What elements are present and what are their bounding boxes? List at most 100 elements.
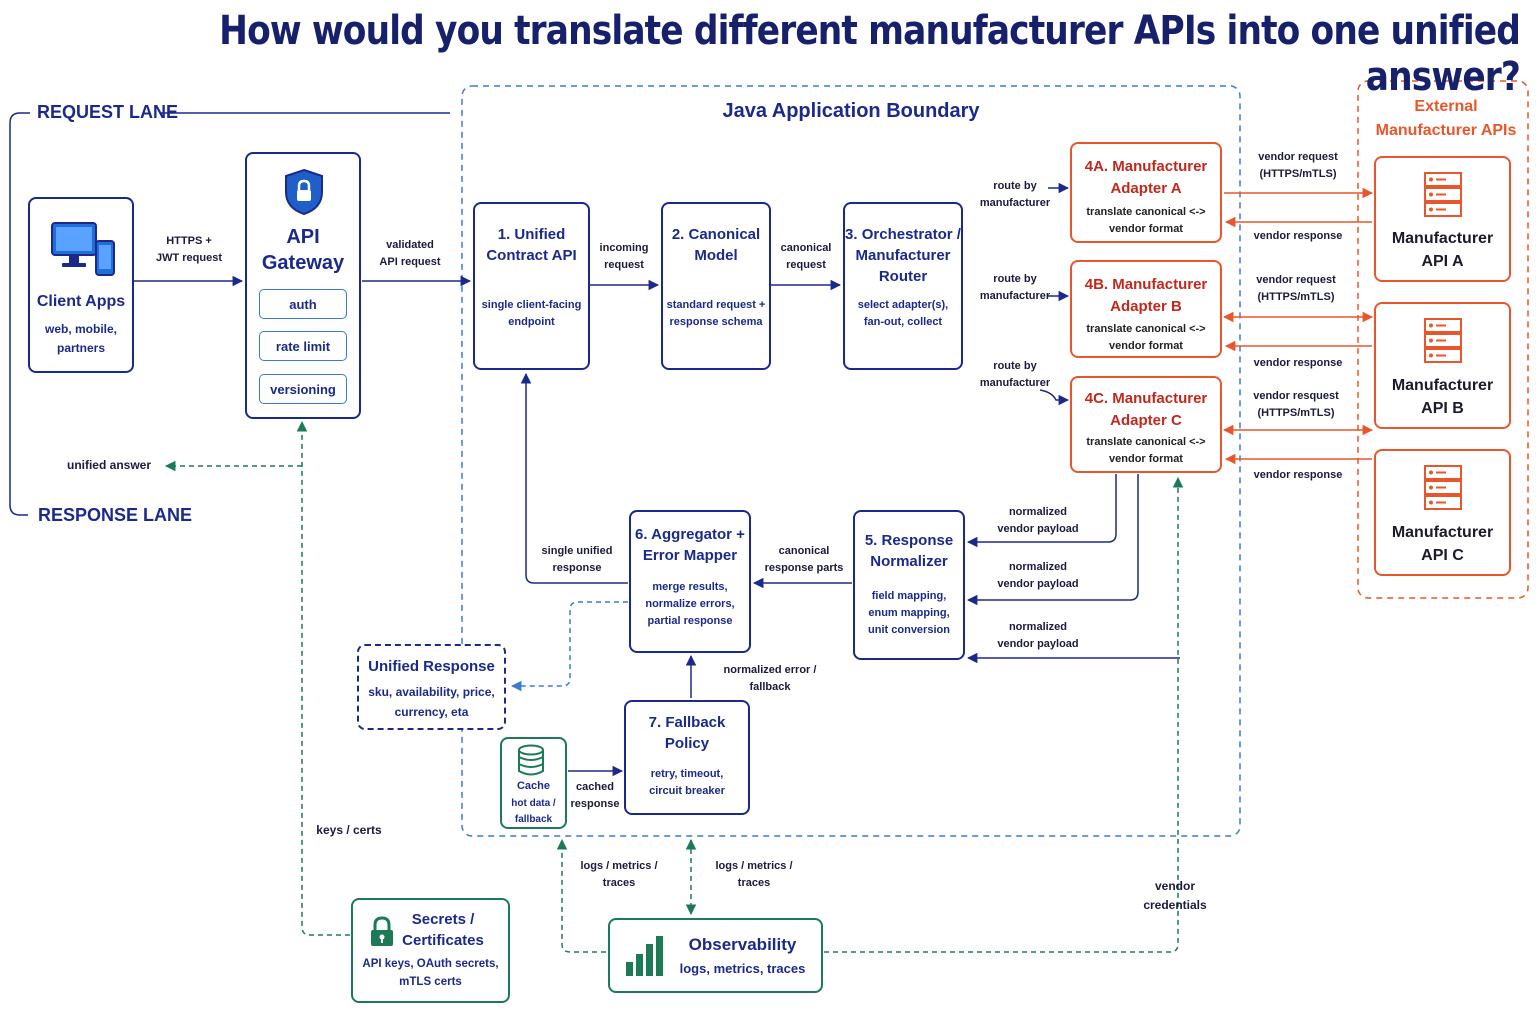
- secrets-title2: Certificates: [402, 932, 484, 949]
- arrow-vendor-credentials: [824, 476, 1184, 953]
- edge-label-route-c-line2: manufacturer: [979, 377, 1051, 389]
- unified-contract-node[interactable]: 1. Unified Contract API single client-fa…: [473, 202, 590, 370]
- normalizer-sub2: enum mapping,: [868, 607, 950, 619]
- aggregator-node[interactable]: 6. Aggregator + Error Mapper merge resul…: [629, 510, 751, 653]
- edge-label-logs-right-line1: logs / metrics /: [715, 860, 793, 872]
- edge-label-validated: validated API request: [370, 237, 450, 271]
- observability-node[interactable]: Observability logs, metrics, traces: [608, 918, 823, 993]
- edge-label-canonical-line2: request: [786, 259, 826, 271]
- arrow-obs-left: [556, 838, 606, 953]
- response-normalizer-node[interactable]: 5. Response Normalizer field mapping, en…: [853, 510, 965, 660]
- edge-label-parts-line1: canonical: [778, 545, 830, 557]
- arrow-route-c: [1039, 389, 1070, 406]
- adapter-c-node[interactable]: 4C. Manufacturer Adapter C translate can…: [1070, 376, 1222, 473]
- orchestrator-node[interactable]: 3. Orchestrator / Manufacturer Router se…: [843, 202, 963, 370]
- edge-label-norm-1-line1: normalized: [1008, 506, 1068, 518]
- edge-label-canonical-request: canonical request: [774, 240, 838, 274]
- normalizer-title1: 5. Response: [864, 532, 954, 549]
- edge-label-canonical-line1: canonical: [780, 242, 832, 254]
- secrets-node[interactable]: Secrets / Certificates API keys, OAuth s…: [351, 898, 510, 1003]
- edge-label-route-b-line2: manufacturer: [979, 290, 1051, 302]
- edge-label-incoming-line2: request: [604, 259, 644, 271]
- adapter-a-sub2: vendor format: [1109, 223, 1183, 235]
- lock-icon: [371, 916, 393, 946]
- api-gateway-title1: API: [286, 226, 320, 248]
- edge-label-validated-line2: API request: [379, 256, 441, 268]
- edge-label-single-unified: single unified response: [534, 543, 620, 577]
- manufacturer-api-a[interactable]: Manufacturer API A: [1374, 156, 1511, 282]
- external-boundary: [1357, 80, 1529, 599]
- canonical-model-title1: 2. Canonical: [671, 226, 761, 243]
- api-gateway-node[interactable]: API Gateway auth rate limit versioning: [245, 152, 361, 419]
- edge-label-single-line1: single unified: [541, 545, 613, 557]
- external-boundary-label: External Manufacturer APIs: [1358, 95, 1534, 143]
- gateway-pill-versioning[interactable]: versioning: [259, 374, 347, 404]
- unified-contract-title2: Contract API: [486, 247, 577, 264]
- fallback-policy-node[interactable]: 7. Fallback Policy retry, timeout, circu…: [624, 700, 750, 815]
- orchestrator-title2: Manufacturer: [855, 247, 951, 264]
- edge-label-vreq-b: vendor request (HTTPS/mTLS): [1244, 272, 1348, 306]
- manufacturer-c-line1: Manufacturer: [1391, 524, 1494, 541]
- edge-label-normerr-line1: normalized error /: [723, 664, 817, 676]
- edge-label-norm-3-line2: vendor payload: [997, 638, 1079, 650]
- edge-label-logs-right-line2: traces: [737, 877, 771, 889]
- edge-label-norm-2-line1: normalized: [1008, 561, 1068, 573]
- server-icon: [1424, 318, 1462, 363]
- cache-sub1: hot data /: [511, 798, 556, 809]
- orchestrator-title1: 3. Orchestrator /: [845, 226, 961, 243]
- arrow-norm-1: [966, 474, 1117, 548]
- unified-response-title: Unified Response: [368, 658, 495, 675]
- edge-label-norm-2: normalized vendor payload: [992, 559, 1084, 593]
- manufacturer-api-b[interactable]: Manufacturer API B: [1374, 302, 1511, 429]
- adapter-b-node[interactable]: 4B. Manufacturer Adapter B translate can…: [1070, 260, 1222, 358]
- edge-label-vres-b: vendor response: [1253, 357, 1343, 369]
- edge-label-route-c: route by manufacturer: [974, 358, 1056, 392]
- page-title: How would you translate different manufa…: [219, 8, 1521, 100]
- secrets-title1: Secrets /: [411, 911, 475, 928]
- edge-label-logs-left-line1: logs / metrics /: [580, 860, 658, 872]
- unified-response-node[interactable]: Unified Response sku, availability, pric…: [357, 644, 506, 730]
- edge-label-parts-line2: response parts: [764, 562, 844, 574]
- edge-label-https-line2: JWT request: [155, 252, 222, 264]
- edge-label-norm-1: normalized vendor payload: [992, 504, 1084, 538]
- orchestrator-title3: Router: [878, 268, 928, 285]
- canonical-model-title2: Model: [694, 247, 738, 264]
- edge-label-norm-1-line2: vendor payload: [997, 523, 1079, 535]
- edge-label-incoming: incoming request: [592, 240, 656, 274]
- unified-contract-title1: 1. Unified: [497, 226, 566, 243]
- manufacturer-a-line2: API A: [1421, 253, 1464, 270]
- shield-lock-icon: [285, 168, 323, 216]
- aggregator-title2: Error Mapper: [642, 547, 738, 564]
- adapter-a-sub1: translate canonical <->: [1086, 206, 1206, 218]
- canonical-model-sub1: standard request +: [666, 299, 766, 311]
- cache-node[interactable]: Cache hot data / fallback: [500, 737, 567, 829]
- aggregator-sub3: partial response: [647, 615, 733, 627]
- database-icon: [518, 744, 544, 776]
- canonical-model-sub2: response schema: [669, 316, 763, 328]
- arrow-norm-2: [966, 474, 1139, 606]
- edge-label-vreq-c-line2: (HTTPS/mTLS): [1257, 407, 1335, 419]
- manufacturer-api-c[interactable]: Manufacturer API C: [1374, 449, 1511, 576]
- edge-label-vcred-line2: credentials: [1143, 898, 1207, 912]
- client-apps-title: Client Apps: [36, 293, 126, 310]
- adapter-a-title1: 4A. Manufacturer: [1084, 158, 1208, 175]
- gateway-pill-auth[interactable]: auth: [259, 289, 347, 319]
- manufacturer-a-line1: Manufacturer: [1391, 230, 1494, 247]
- edge-label-route-a-line2: manufacturer: [979, 197, 1051, 209]
- manufacturer-b-line1: Manufacturer: [1391, 377, 1494, 394]
- adapter-c-sub2: vendor format: [1109, 453, 1183, 465]
- edge-label-cached-line2: response: [570, 798, 620, 810]
- edge-label-vres-a: vendor response: [1253, 230, 1343, 242]
- edge-label-logs-right: logs / metrics / traces: [707, 858, 801, 892]
- gateway-pill-rate-limit[interactable]: rate limit: [259, 331, 347, 361]
- manufacturer-b-line2: API B: [1421, 400, 1464, 417]
- aggregator-title1: 6. Aggregator +: [635, 526, 745, 543]
- adapter-a-node[interactable]: 4A. Manufacturer Adapter A translate can…: [1070, 142, 1222, 243]
- java-boundary: [461, 85, 1241, 837]
- edge-label-https-line1: HTTPS +: [166, 235, 212, 247]
- lane-bracket: [9, 112, 450, 516]
- canonical-model-node[interactable]: 2. Canonical Model standard request + re…: [661, 202, 771, 370]
- client-apps-node[interactable]: Client Apps web, mobile, partners: [28, 197, 134, 373]
- client-apps-sub1: web, mobile,: [44, 322, 117, 336]
